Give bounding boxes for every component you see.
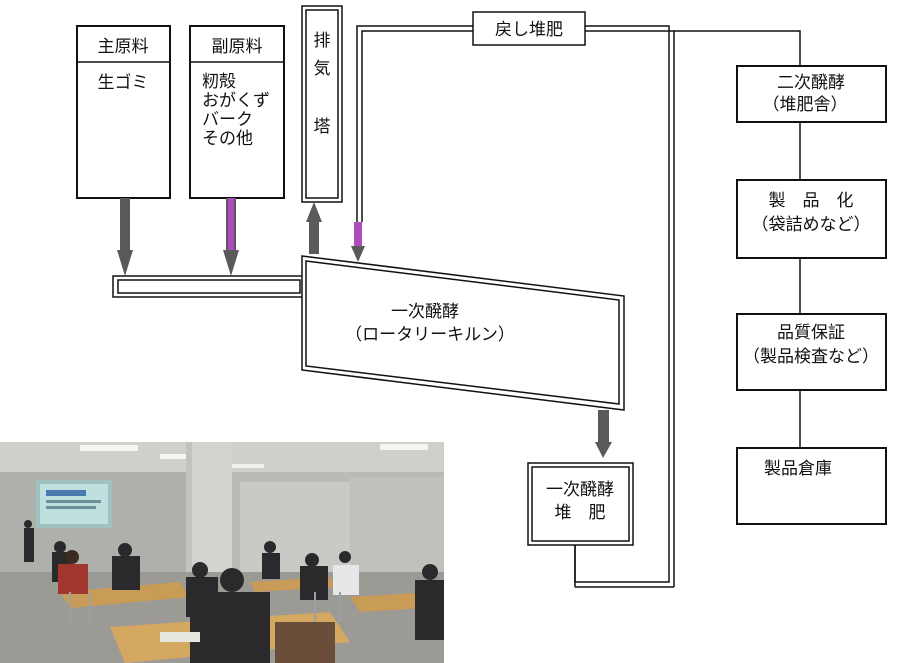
- arrow-return-compost: [351, 222, 365, 262]
- raw-main-box: 主原料 生ゴミ: [76, 25, 171, 199]
- raw-main-item: 生ゴミ: [98, 72, 149, 93]
- feed-conveyor: [112, 275, 306, 298]
- kiln-line2: （ロータリーキルン）: [345, 325, 515, 345]
- chain-box-secondary-fermentation: 二次醗酵 （堆肥舎）: [736, 65, 887, 123]
- arrow-kiln-output: [595, 410, 612, 458]
- arrow-raw-sub: [223, 198, 239, 276]
- exhaust-char-1: 気: [314, 59, 331, 79]
- return-compost-pipe: [356, 25, 801, 588]
- chain-0-line1: 二次醗酵: [777, 73, 845, 93]
- chain-0-line2: （堆肥舎）: [763, 95, 848, 115]
- primary-compost-box: 一次醗酵 堆 肥: [527, 462, 634, 546]
- chain-box-product-warehouse: 製品倉庫: [736, 447, 887, 525]
- meeting-room-photo: [0, 442, 444, 663]
- chain-1-line2: （袋詰めなど）: [752, 215, 871, 235]
- exhaust-char-2: 塔: [314, 117, 331, 137]
- return-compost-label: 戻し堆肥: [495, 20, 563, 40]
- kiln-line1: 一次醗酵: [391, 302, 459, 322]
- arrow-to-exhaust: [306, 202, 322, 254]
- chain-box-quality-assurance: 品質保証 （製品検査など）: [736, 313, 887, 391]
- rotary-kiln: 一次醗酵 （ロータリーキルン）: [301, 255, 625, 411]
- chain-3-line1: 製品倉庫: [764, 459, 832, 479]
- primary-compost-line2: 堆 肥: [555, 503, 606, 523]
- chain-2-line1: 品質保証: [777, 323, 845, 343]
- exhaust-char-0: 排: [314, 31, 331, 51]
- primary-compost-line1: 一次醗酵: [546, 480, 614, 500]
- exhaust-tower-box: 排 気 塔: [301, 5, 343, 203]
- arrow-raw-main: [117, 198, 133, 276]
- raw-sub-item-2: バーク: [202, 110, 253, 130]
- raw-main-header: 主原料: [98, 37, 149, 57]
- raw-sub-item-3: その他: [202, 129, 253, 149]
- raw-sub-item-0: 籾殻: [202, 72, 236, 92]
- chain-1-line1: 製 品 化: [769, 191, 854, 211]
- chain-box-productization: 製 品 化 （袋詰めなど）: [736, 179, 887, 259]
- raw-sub-item-1: おがくず: [202, 91, 270, 111]
- return-compost-label-box: 戻し堆肥: [472, 11, 586, 46]
- chain-2-line2: （製品検査など）: [743, 347, 879, 367]
- raw-sub-header: 副原料: [212, 37, 263, 57]
- raw-sub-box: 副原料 籾殻 おがくず バーク その他: [189, 25, 285, 199]
